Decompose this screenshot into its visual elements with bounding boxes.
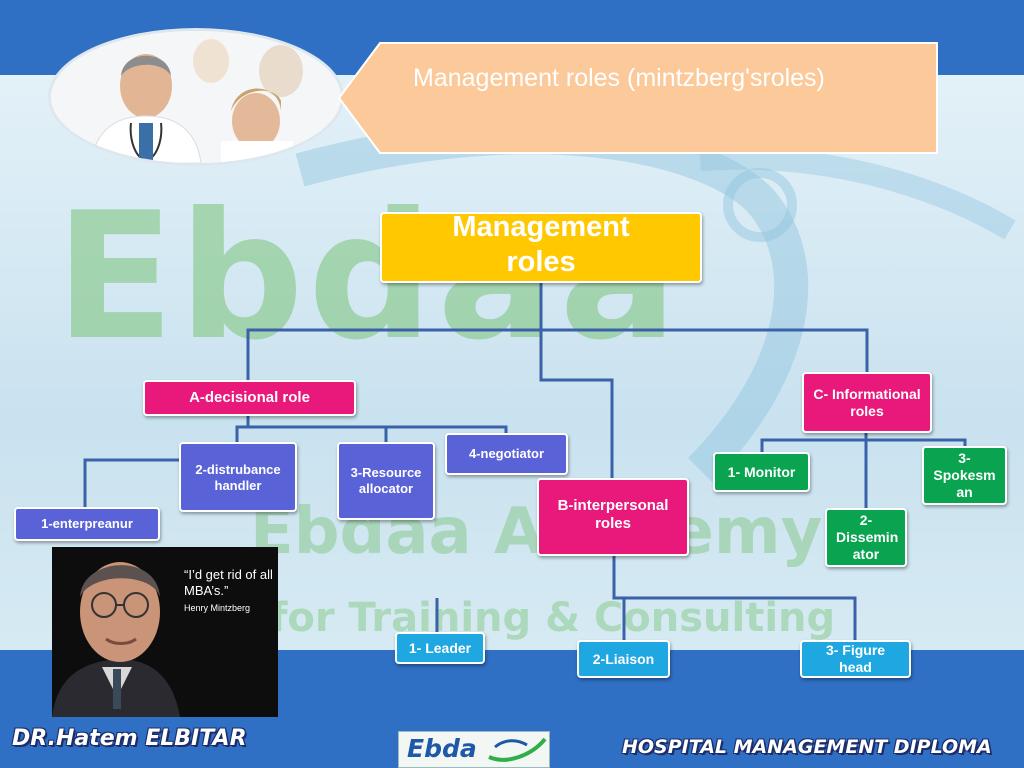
mintzberg-quote-photo: “I’d get rid of all MBA’s.” Henry Mintzb…: [52, 547, 278, 717]
group-informational-label: C- Informational roles: [813, 386, 921, 419]
node-figure-head: 3- Figure head: [800, 640, 911, 678]
course-name: HOSPITAL MANAGEMENT DIPLOMA: [622, 736, 992, 758]
node-negotiator-label: 4-negotiator: [468, 446, 545, 461]
node-leader-label: 1- Leader: [408, 640, 472, 656]
group-interpersonal-label: B-interpersonal roles: [557, 497, 669, 532]
title-banner: Management roles (mintzberg'sroles): [338, 42, 938, 154]
slide-title: Management roles (mintzberg'sroles): [413, 64, 825, 92]
logo-swoosh-icon: [488, 737, 547, 762]
author-name: DR.Hatem ELBITAR: [12, 726, 247, 751]
logo-text: Ebda: [407, 734, 477, 763]
node-disseminator-label: 2- Dissemin ator: [836, 512, 899, 562]
node-disturbance-handler-label: 2-distrubance handler: [195, 462, 281, 493]
node-negotiator: 4-negotiator: [445, 433, 568, 475]
node-monitor: 1- Monitor: [713, 452, 810, 492]
ebdaa-logo: Ebda: [398, 731, 550, 768]
quote-text: “I’d get rid of all MBA’s.”: [184, 567, 273, 599]
node-liaison-label: 2-Liaison: [592, 650, 655, 667]
node-leader: 1- Leader: [395, 632, 485, 664]
node-figure-head-label: 3- Figure head: [825, 642, 886, 675]
root-label: Management roles: [452, 211, 630, 278]
node-monitor-label: 1- Monitor: [727, 464, 796, 480]
node-enterpreanur: 1-enterpreanur: [14, 507, 160, 541]
group-interpersonal-roles: B-interpersonal roles: [537, 478, 689, 556]
group-decisional-role: A-decisional role: [143, 380, 356, 416]
node-resource-allocator: 3-Resource allocator: [337, 442, 435, 520]
node-spokesman-label: 3- Spokesm an: [933, 450, 996, 500]
node-spokesman: 3- Spokesm an: [922, 446, 1007, 505]
quote-author: Henry Mintzberg: [184, 603, 251, 613]
node-enterpreanur-label: 1-enterpreanur: [41, 516, 133, 532]
node-disturbance-handler: 2-distrubance handler: [179, 442, 297, 512]
root-node-management-roles: Management roles: [380, 211, 702, 283]
portrait-image: [52, 547, 278, 717]
node-resource-allocator-label: 3-Resource allocator: [350, 465, 422, 496]
group-decisional-label: A-decisional role: [189, 389, 310, 406]
node-liaison: 2-Liaison: [577, 640, 670, 678]
node-disseminator: 2- Dissemin ator: [825, 508, 907, 567]
group-informational-roles: C- Informational roles: [802, 372, 932, 433]
watermark-tagline: for Training & Consulting: [270, 595, 836, 641]
medical-staff-photo: [48, 28, 344, 166]
